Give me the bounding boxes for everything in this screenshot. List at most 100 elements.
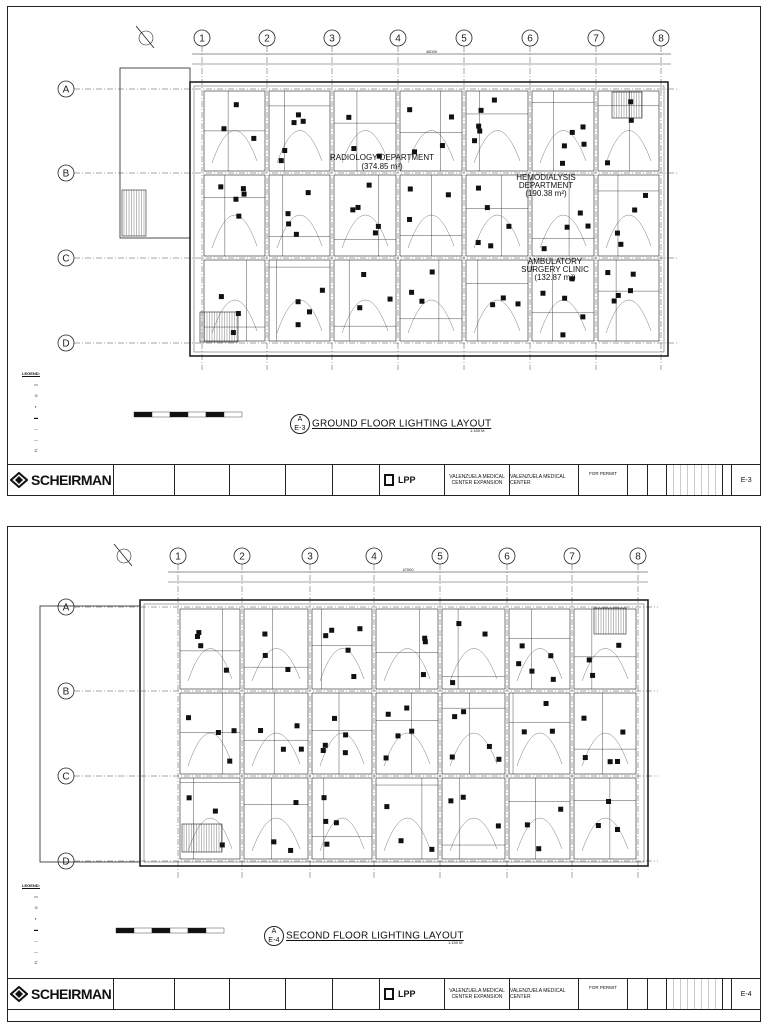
light-fixture [450, 680, 456, 686]
light-fixture [215, 729, 221, 735]
light-fixture [282, 148, 288, 154]
circuit-wiring [449, 733, 498, 767]
stair [181, 823, 223, 853]
light-fixture [293, 231, 299, 237]
north-arrow-icon [116, 548, 132, 564]
overall-dimension: 45000 [426, 49, 438, 54]
room-partition [179, 692, 241, 775]
circuit-wiring [516, 733, 563, 767]
light-fixture [422, 639, 428, 645]
circuit-wiring [407, 215, 455, 249]
circuit-wiring [319, 733, 365, 767]
light-fixture [491, 97, 497, 103]
light-fixture [383, 755, 389, 761]
light-fixture [429, 269, 435, 275]
light-fixture [323, 633, 329, 639]
grid-bubble-8 [629, 547, 647, 565]
light-fixture [560, 160, 566, 166]
grid-bubble-7 [563, 547, 581, 565]
grid-bubble-A [57, 598, 75, 616]
light-fixture [540, 290, 546, 296]
light-fixture [420, 672, 426, 678]
grid-bubble-label-7: 7 [569, 552, 575, 563]
light-fixture [569, 276, 575, 282]
light-fixture [230, 330, 236, 336]
light-fixture [198, 643, 204, 649]
circuit-wiring [516, 818, 563, 852]
grid-bubble-label-A: A [63, 603, 70, 614]
light-fixture [333, 820, 339, 826]
lpp-logo-icon [384, 988, 395, 1000]
grid-bubble-label-7: 7 [593, 34, 599, 45]
grid-bubble-5 [455, 29, 473, 47]
light-fixture [630, 271, 636, 277]
left-wing-outline [39, 605, 141, 863]
scale-bar-segment [169, 411, 189, 418]
grid-bubble-7 [587, 29, 605, 47]
light-fixture [549, 728, 555, 734]
light-fixture [445, 192, 451, 198]
overall-dimension: 47000 [402, 567, 414, 572]
grid-bubble-label-B: B [63, 169, 70, 180]
scale-bar-segment [151, 927, 171, 934]
room-partition [441, 608, 506, 690]
circuit-wiring [251, 818, 301, 852]
light-fixture [342, 750, 348, 756]
scale-bar-segment [223, 411, 243, 418]
circuit-wiring [581, 648, 629, 682]
light-fixture [632, 207, 638, 213]
light-fixture [516, 661, 522, 667]
light-fixture [407, 186, 413, 192]
grid-bubble-label-2: 2 [264, 34, 270, 45]
light-fixture [294, 723, 300, 729]
light-fixture [196, 630, 202, 636]
partner-logo: LPP [380, 465, 446, 495]
light-fixture [345, 647, 351, 653]
light-fixture [235, 311, 241, 317]
circuit-wiring [449, 818, 498, 852]
light-fixture [351, 674, 357, 680]
scale-text: 1:150 M [448, 940, 463, 945]
grid-bubble-label-B: B [63, 687, 70, 698]
circuit-wiring [341, 215, 389, 249]
light-fixture [500, 295, 506, 301]
light-fixture [486, 743, 492, 749]
grid-bubble-6 [521, 29, 539, 47]
scale-bar-segment [205, 411, 225, 418]
grid-bubble-2 [233, 547, 251, 565]
light-fixture [395, 733, 401, 739]
light-fixture [448, 798, 454, 804]
grid-bubble-label-D: D [62, 339, 69, 350]
light-fixture [524, 822, 530, 828]
light-fixture [387, 296, 393, 302]
grid-bubble-label-A: A [63, 85, 70, 96]
room-partition [333, 90, 397, 172]
scheirman-logo-icon [10, 986, 28, 1002]
light-fixture [482, 631, 488, 637]
light-fixture [643, 192, 649, 198]
room-partition [179, 777, 241, 860]
room-partition [375, 608, 439, 690]
project-name: VALENZUELA MEDICAL CENTER EXPANSION [445, 465, 510, 495]
light-fixture [590, 672, 596, 678]
light-fixture [343, 732, 349, 738]
room-partition [465, 259, 529, 342]
light-fixture [262, 631, 268, 637]
room-partition [333, 259, 397, 342]
scale-bar-segment [187, 927, 207, 934]
room-partition [311, 777, 373, 860]
grid-bubble-label-4: 4 [395, 34, 401, 45]
grid-bubble-2 [258, 29, 276, 47]
grid-bubble-D [57, 852, 75, 870]
grid-bubble-D [57, 334, 75, 352]
circuit-wiring [187, 733, 233, 767]
light-fixture [324, 841, 330, 847]
light-fixture [351, 146, 357, 152]
light-fixture [614, 827, 620, 833]
light-fixture [627, 288, 633, 294]
light-fixture [515, 301, 521, 307]
light-fixture [550, 676, 556, 682]
light-fixture [346, 114, 352, 120]
